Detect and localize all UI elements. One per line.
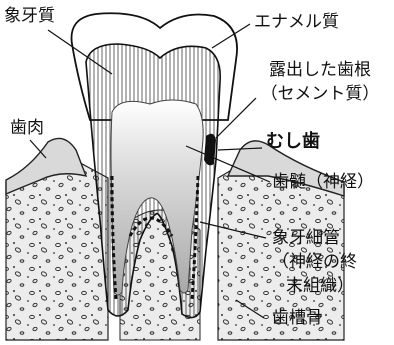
- label-tubules-line3: 末組織）: [286, 276, 354, 296]
- label-tubules-line1: 象牙細管: [272, 228, 340, 248]
- caries: [204, 134, 216, 166]
- label-exposed-root-line2: （セメント質）: [250, 84, 390, 104]
- label-tubules-line2: （神経の終: [272, 252, 357, 272]
- label-enamel: エナメル質: [254, 12, 339, 32]
- label-exposed-root-line1: 露出した歯根: [250, 60, 390, 80]
- label-caries: むし歯: [266, 132, 320, 152]
- label-gum: 歯肉: [10, 118, 44, 138]
- label-alveolar-bone: 歯槽骨: [272, 308, 323, 328]
- label-pulp: 歯髄（神経）: [272, 172, 374, 192]
- label-dentin: 象牙質: [4, 6, 55, 26]
